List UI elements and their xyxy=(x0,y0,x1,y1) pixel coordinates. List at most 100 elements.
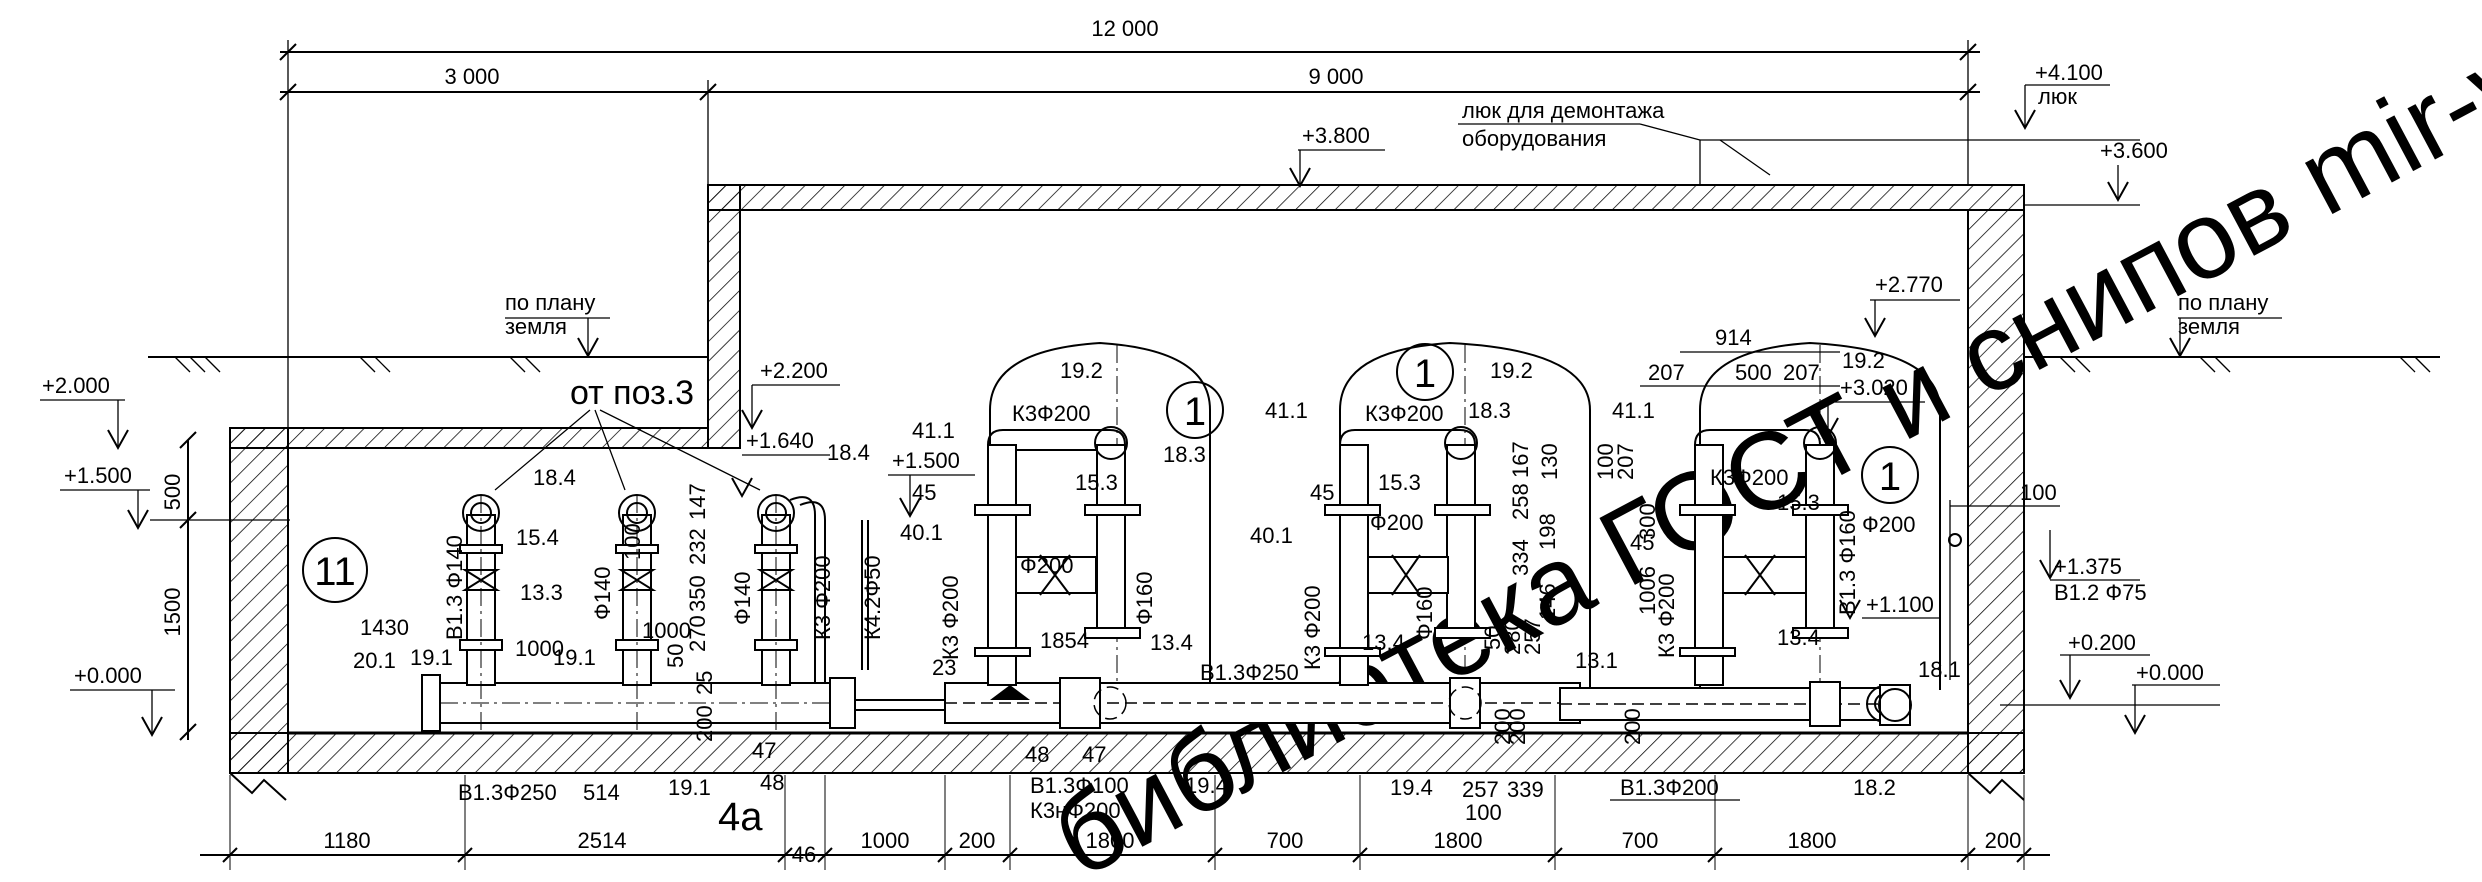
label-f140-a: Ф140 xyxy=(590,567,615,620)
notes: люк для демонтажа оборудования по плану … xyxy=(494,98,2282,491)
break-mark-left xyxy=(229,772,287,801)
dim-1006: 1006 xyxy=(1635,566,1660,615)
label-f140-b: Ф140 xyxy=(730,572,755,625)
callout-pos-11 xyxy=(302,537,368,603)
callout-filter-3 xyxy=(1861,446,1919,504)
tag-41-1-b: 41.1 xyxy=(1265,398,1308,423)
label-b13-250-b: В1.3Ф250 xyxy=(1200,660,1299,685)
label-b13-140: В1.3 Ф140 xyxy=(442,535,467,640)
callout-filter-3-label: 1 xyxy=(1879,455,1901,499)
dim-1000-a: 1000 xyxy=(515,636,564,661)
tag-45-a: 45 xyxy=(912,480,936,505)
level-0000-right: +0.000 xyxy=(2136,660,2204,685)
dim-1500: 1500 xyxy=(160,588,185,637)
tag-18-3-b: 18.3 xyxy=(1468,398,1511,423)
label-k3-200-v4: К3 Ф200 xyxy=(810,555,835,640)
level-2770: +2.770 xyxy=(1875,272,1943,297)
tag-13-4-c: 13.4 xyxy=(1777,625,1820,650)
tag-13-1: 13.1 xyxy=(1575,648,1618,673)
bottom-dim-1180: 1180 xyxy=(323,828,370,853)
tag-15-4: 15.4 xyxy=(516,525,559,550)
dim-200-c: 200 xyxy=(1620,708,1645,745)
level-1640: +1.640 xyxy=(746,428,814,453)
dim-500-top: 500 xyxy=(1735,360,1772,385)
dim-270: 270 xyxy=(685,615,710,652)
label-k3-200-v2: К3 Ф200 xyxy=(1300,585,1325,670)
bottom-dim-46: 46 xyxy=(792,842,816,867)
tag-15-3-c: 15.3 xyxy=(1777,490,1820,515)
dim-300: 300 xyxy=(1635,503,1660,540)
bottom-dim-200-b: 200 xyxy=(1985,828,2022,853)
dim-232: 232 xyxy=(685,528,710,565)
callout-filter-2 xyxy=(1396,343,1454,401)
tag-48-a: 48 xyxy=(760,770,784,795)
pump-2 xyxy=(615,494,659,730)
tag-18-3-a: 18.3 xyxy=(1163,442,1206,467)
bottom-dim-700-a: 700 xyxy=(1267,828,1304,853)
level-1100: +1.100 xyxy=(1866,592,1934,617)
filter-vessels: 1 1 1 11 4а xyxy=(302,341,1941,839)
callout-pos-4a: 4а xyxy=(718,795,763,839)
label-f160-b: Ф160 xyxy=(1412,587,1437,640)
left-roof-slab xyxy=(229,427,709,449)
level-2200: +2.200 xyxy=(760,358,828,383)
level-3800: +3.800 xyxy=(1302,123,1370,148)
tag-20-1: 20.1 xyxy=(353,648,396,673)
dim-146: 146 xyxy=(1535,583,1560,620)
tag-18-4-b: 18.4 xyxy=(827,440,870,465)
dim-200-d: 200 xyxy=(1490,708,1515,745)
dim-overall: 12 000 xyxy=(1091,16,1158,41)
dim-207-b: 207 xyxy=(1783,360,1820,385)
position-tags: 20.1 19.1 19.1 19.1 13.3 15.4 18.4 18.4 … xyxy=(353,348,1961,800)
label-b13-200: В1.3Ф200 xyxy=(1620,775,1719,800)
label-k3n-200: К3нФ200 xyxy=(1030,798,1121,823)
break-mark-right xyxy=(1967,772,2025,801)
dim-257-a: 257 xyxy=(1520,618,1545,655)
bottom-dim-2514: 2514 xyxy=(578,828,627,853)
callout-filter-1 xyxy=(1166,381,1224,439)
tag-19-4-b: 19.4 xyxy=(1390,775,1433,800)
dim-914: 914 xyxy=(1715,325,1752,350)
dim-200-a: 200 xyxy=(692,705,717,742)
label-f200-b: Ф200 xyxy=(1370,510,1423,535)
level-marks: +2.000 +1.500 +0.000 +2.200 +1.640 +1.50… xyxy=(40,60,2220,738)
dim-50-b: 50 xyxy=(663,644,688,668)
dim-200-b: 200 xyxy=(1505,708,1530,745)
label-b13-160: В1.3 Ф160 xyxy=(1835,510,1860,615)
level-0200: +0.200 xyxy=(2068,630,2136,655)
tag-41-1-c: 41.1 xyxy=(1612,398,1655,423)
hatch-note-1: люк для демонтажа xyxy=(1462,98,1665,123)
dim-1854: 1854 xyxy=(1040,628,1089,653)
tag-40-1-b: 40.1 xyxy=(1250,523,1293,548)
level-0000-left: +0.000 xyxy=(74,663,142,688)
label-k3-200-v1: К3 Ф200 xyxy=(938,575,963,660)
dim-198: 198 xyxy=(1535,513,1560,550)
label-k3-200-b: К3Ф200 xyxy=(1365,401,1443,426)
pump-3 xyxy=(754,494,826,730)
tag-15-3-b: 15.3 xyxy=(1378,470,1421,495)
label-b13-250-a: В1.3Ф250 xyxy=(458,780,557,805)
label-k3-200-v3: К3 Ф200 xyxy=(1654,573,1679,658)
callout-filter-2-label: 1 xyxy=(1414,352,1436,396)
level-1500-mid: +1.500 xyxy=(892,448,960,473)
callout-pos-11-label: 11 xyxy=(314,550,356,594)
building-structure xyxy=(229,184,2025,801)
level-2000: +2.000 xyxy=(42,373,110,398)
tag-13-4-a: 13.4 xyxy=(1150,630,1193,655)
tag-18-1: 18.1 xyxy=(1918,657,1961,682)
dim-100-d: 100 xyxy=(620,523,645,560)
tag-19-2-c: 19.2 xyxy=(1842,348,1885,373)
hatch-label: люк xyxy=(2038,84,2077,109)
middle-wall xyxy=(707,184,741,449)
tag-45-c: 45 xyxy=(1630,530,1654,555)
ground-lines xyxy=(148,356,2440,373)
main-pipes xyxy=(421,674,1912,732)
filter-piping xyxy=(861,426,1962,700)
level-4100: +4.100 xyxy=(2035,60,2103,85)
tag-41-1-a: 41.1 xyxy=(912,418,955,443)
tag-15-3-a: 15.3 xyxy=(1075,470,1118,495)
filter-vessel-3 xyxy=(1699,341,1941,690)
bottom-dim-700-b: 700 xyxy=(1622,828,1659,853)
tag-19-1-c: 19.1 xyxy=(668,775,711,800)
small-dimensions: 1430 1000 1000 514 1854 914 500 207 207 … xyxy=(360,325,2060,825)
